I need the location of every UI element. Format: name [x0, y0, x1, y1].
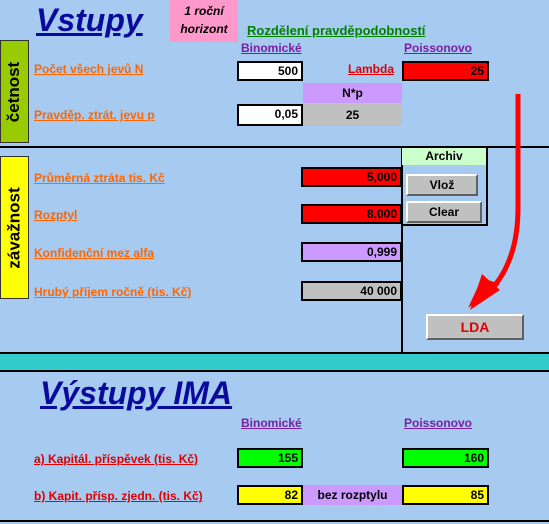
- capital-binomial: 155: [237, 448, 303, 468]
- out-poisson-header: Poissonovo: [404, 416, 473, 430]
- np-value: 25: [303, 104, 402, 126]
- archive-panel: Archiv: [402, 148, 488, 226]
- variance-label: Rozptyl: [34, 208, 78, 222]
- alpha-input[interactable]: 0,999: [301, 242, 402, 262]
- arrow-to-lda-icon: [468, 94, 521, 310]
- income-label: Hrubý příjem ročně (tis. Kč): [34, 285, 192, 299]
- insert-button[interactable]: Vlož: [406, 174, 478, 196]
- severity-side-label: závažnost: [0, 156, 29, 299]
- lambda-label: Lambda: [348, 62, 395, 76]
- no-variance-label: bez rozptylu: [303, 485, 402, 505]
- distribution-title: Rozdělení pravděpodobností: [247, 23, 426, 38]
- inputs-title: Vstupy: [36, 2, 143, 38]
- severity-side-text: závažnost: [4, 186, 24, 269]
- section-divider: [0, 146, 549, 148]
- horizon-line2: horizont: [180, 22, 228, 36]
- horizon-note: 1 roční horizont: [170, 0, 238, 42]
- output-separator: [0, 352, 549, 372]
- n-label: Počet všech jevů N: [34, 62, 144, 76]
- np-label: N*p: [303, 83, 402, 103]
- binomial-header: Binomické: [241, 41, 302, 55]
- outputs-title: Výstupy IMA: [40, 375, 233, 411]
- p-input[interactable]: 0,05: [237, 104, 303, 126]
- variance-input[interactable]: 8,000: [301, 204, 402, 224]
- lda-button[interactable]: LDA: [426, 314, 524, 340]
- bottom-border: [0, 520, 549, 522]
- simplified-label: b) Kapit. přísp. zjedn. (tis. Kč): [34, 489, 203, 503]
- n-input[interactable]: 500: [237, 61, 303, 81]
- horizon-line1: 1 roční: [184, 4, 224, 18]
- alpha-label: Konfidenční mez alfa: [34, 246, 155, 260]
- out-binomial-header: Binomické: [241, 416, 302, 430]
- capital-label: a) Kapitál. příspěvek (tis. Kč): [34, 452, 199, 466]
- poisson-header: Poissonovo: [404, 41, 473, 55]
- severity-vertical-divider: [401, 148, 403, 353]
- simplified-poisson: 85: [402, 485, 489, 505]
- p-label: Pravděp. ztrát. jevu p: [34, 108, 155, 122]
- capital-poisson: 160: [402, 448, 489, 468]
- avg-loss-label: Průměrná ztráta tis. Kč: [34, 171, 165, 185]
- lambda-input[interactable]: 25: [402, 61, 489, 81]
- income-input[interactable]: 40 000: [301, 281, 402, 301]
- archive-title: Archiv: [402, 148, 486, 165]
- clear-button[interactable]: Clear: [406, 201, 482, 223]
- simplified-binomial: 82: [237, 485, 303, 505]
- avg-loss-input[interactable]: 5,000: [301, 167, 402, 187]
- frequency-side-text: četnost: [4, 61, 24, 122]
- frequency-side-label: četnost: [0, 40, 29, 143]
